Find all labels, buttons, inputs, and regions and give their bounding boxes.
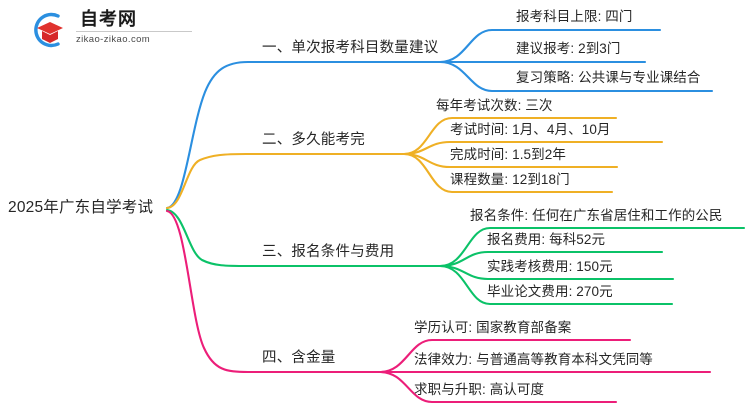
leaf-node-3-1[interactable]: 报名条件: 任何在广东省居住和工作的公民: [470, 208, 723, 223]
logo-wordmark: 自考网 zikao-zikao.com: [76, 8, 196, 52]
branch-1-connectors: [165, 28, 714, 210]
leaf-node-3-4[interactable]: 毕业论文费用: 270元: [487, 284, 613, 299]
leaf-node-3-3[interactable]: 实践考核费用: 150元: [487, 259, 613, 274]
leaf-node-4-1[interactable]: 学历认可: 国家教育部备案: [414, 320, 572, 335]
leaf-node-2-3[interactable]: 完成时间: 1.5到2年: [450, 147, 566, 162]
site-logo: 自考网 zikao-zikao.com: [28, 8, 198, 52]
leaf-node-4-2[interactable]: 法律效力: 与普通高等教育本科文凭同等: [414, 352, 653, 367]
branch-node-2[interactable]: 二、多久能考完: [262, 132, 365, 148]
branch-3-connectors: [165, 208, 746, 306]
branch-2-connectors: [165, 116, 664, 210]
leaf-node-2-2[interactable]: 考试时间: 1月、4月、10月: [450, 122, 611, 137]
logo-divider: [76, 31, 192, 32]
leaf-node-1-3[interactable]: 复习策略: 公共课与专业课结合: [516, 70, 701, 85]
branch-node-3[interactable]: 三、报名条件与费用: [262, 244, 395, 260]
leaf-node-2-1[interactable]: 每年考试次数: 三次: [436, 98, 553, 113]
logo-name-cn: 自考网: [80, 9, 137, 29]
leaf-node-1-1[interactable]: 报考科目上限: 四门: [516, 9, 633, 24]
branch-node-4[interactable]: 四、含金量: [262, 350, 336, 366]
branch-node-1[interactable]: 一、单次报考科目数量建议: [262, 40, 439, 56]
leaf-node-3-2[interactable]: 报名费用: 每科52元: [487, 232, 606, 247]
logo-url: zikao-zikao.com: [76, 34, 151, 45]
leaf-node-1-2[interactable]: 建议报考: 2到3门: [516, 41, 621, 56]
branch-4-connectors: [165, 209, 712, 404]
leaf-node-4-3[interactable]: 求职与升职: 高认可度: [414, 382, 545, 397]
graduation-cap-icon: [28, 10, 70, 50]
mindmap-root-node[interactable]: 2025年广东自学考试: [8, 199, 154, 216]
leaf-node-2-4[interactable]: 课程数量: 12到18门: [450, 172, 570, 187]
